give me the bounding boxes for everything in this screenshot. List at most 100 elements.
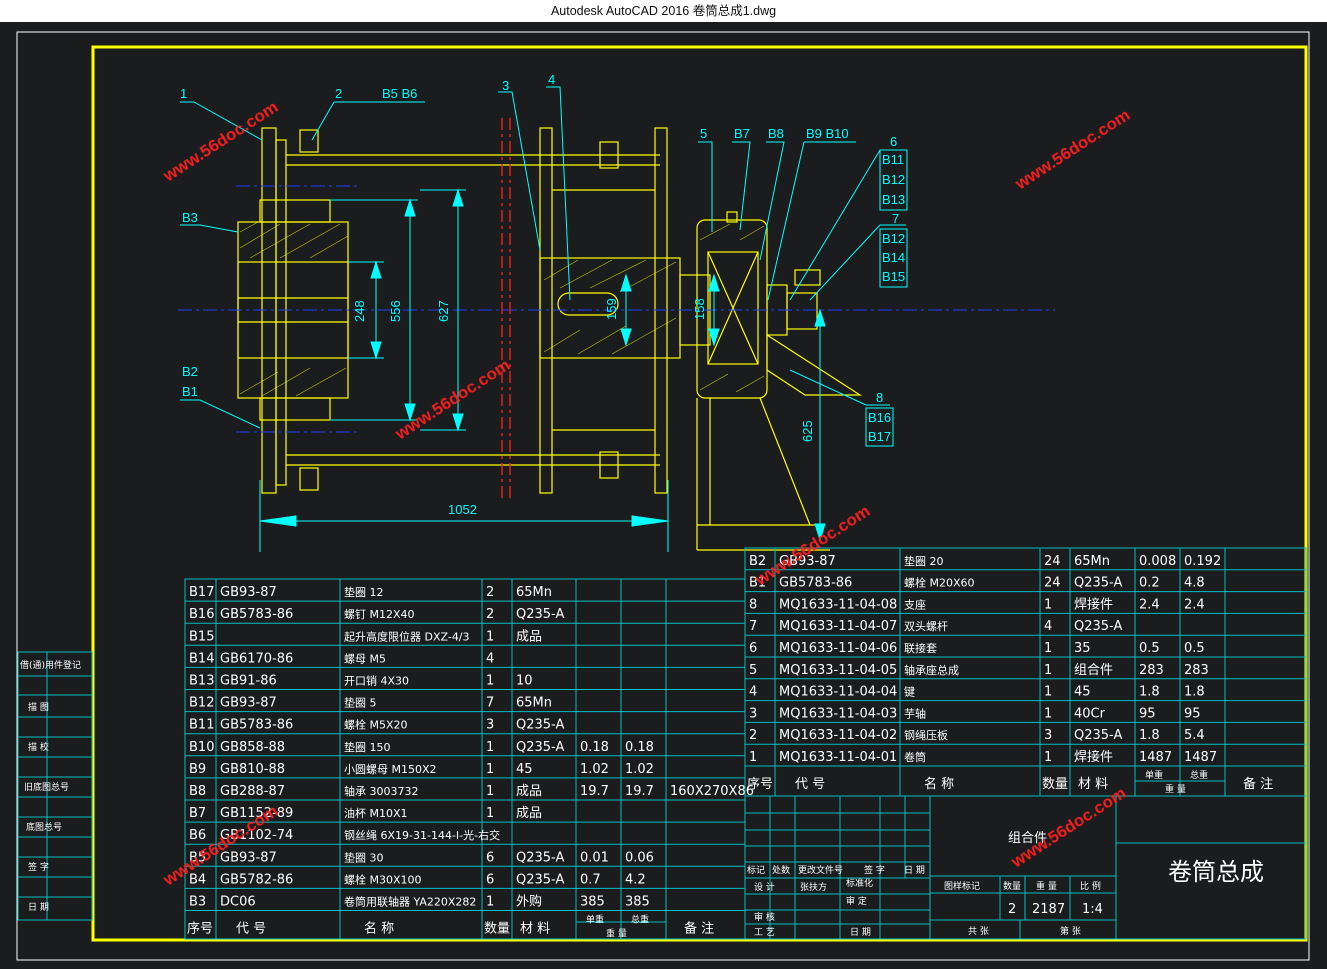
right-table-cell: 6 — [749, 641, 757, 656]
right-table-cell: 轴承座总成 — [904, 663, 959, 677]
callout-b14: B14 — [882, 250, 905, 265]
left-table-cell: 垫圈 150 — [344, 740, 391, 754]
right-table-cell: Q235-A — [1074, 619, 1122, 634]
left-table-header-cell: 序号 — [187, 922, 213, 937]
left-table-header-weight: 重 量 — [606, 928, 627, 940]
left-table-cell: 6 — [486, 872, 494, 887]
rev-h4: 日 期 — [904, 865, 925, 876]
right-table-cell: 95 — [1184, 706, 1201, 721]
left-table-cell: 螺母 M5 — [344, 652, 386, 665]
callout-4: 4 — [548, 72, 555, 87]
right-table-cell: 1 — [1044, 597, 1052, 612]
right-table-cell: 0.192 — [1184, 554, 1221, 569]
left-table-cell: 垫圈 30 — [344, 850, 384, 864]
right-table-header-cell: 材 料 — [1078, 777, 1108, 792]
scale-label: 比 例 — [1080, 880, 1101, 892]
rev-h3: 签 字 — [864, 864, 885, 876]
left-table-cell: B9 — [189, 762, 206, 777]
right-table-cell: 1.8 — [1139, 685, 1160, 700]
callout-7: 7 — [892, 211, 899, 226]
left-table-cell: 19.7 — [580, 784, 609, 799]
left-table-cell: 2 — [486, 585, 494, 600]
callout-2: 2 — [335, 86, 342, 101]
left-table-cell: DC06 — [220, 895, 256, 910]
left-table-cell: B4 — [189, 872, 206, 887]
left-table-cell: 65Mn — [516, 696, 552, 711]
left-table-cell: B13 — [189, 674, 214, 689]
drum-centerline-red — [501, 118, 511, 500]
left-table-cell: 1 — [486, 895, 494, 910]
right-table-cell: MQ1633-11-04-02 — [779, 728, 897, 743]
left-table-cell: GB93-87 — [220, 850, 277, 865]
callout-b9b10: B9 B10 — [806, 126, 849, 141]
watermark-1: www.56doc.com — [159, 97, 281, 186]
dim-159: 159 — [604, 298, 619, 320]
right-table-cell: 24 — [1044, 554, 1061, 569]
left-table-cell: GB5783-86 — [220, 607, 293, 622]
right-table-cell: 键 — [904, 685, 915, 699]
rev-h1: 处数 — [772, 864, 790, 876]
callout-b7: B7 — [734, 126, 750, 141]
side-label-2: 描 校 — [28, 741, 49, 753]
right-table-cell: 1 — [1044, 750, 1052, 765]
left-table-cell: GB6170-86 — [220, 651, 293, 666]
left-table-cell: GB93-87 — [220, 585, 277, 600]
right-table-cell: 95 — [1139, 706, 1156, 721]
right-table-cell: B1 — [749, 576, 766, 591]
left-table-cell: 1 — [486, 629, 494, 644]
right-table-cell: 卷筒 — [904, 750, 926, 764]
callout-b11: B11 — [882, 152, 904, 167]
dim-248: 248 — [352, 300, 367, 322]
qty-label: 数量 — [1003, 880, 1021, 892]
left-table-cell: 1 — [486, 674, 494, 689]
right-table-cell: 24 — [1044, 576, 1061, 591]
weight-value: 2187 — [1032, 902, 1065, 917]
right-table-cell: 1 — [1044, 663, 1052, 678]
right-table-cell: 2 — [749, 728, 757, 743]
left-table-cell: 7 — [486, 696, 494, 711]
left-table-cell: 小圆螺母 M150X2 — [344, 763, 437, 776]
leader-lines — [180, 86, 908, 447]
right-table-cell: 0.5 — [1139, 641, 1160, 656]
left-table-cell: 0.7 — [580, 872, 601, 887]
left-table-cell: GB1102-74 — [220, 828, 293, 843]
callout-b13: B13 — [882, 192, 905, 207]
left-table-cell: Q235-A — [516, 718, 564, 733]
left-table-cell: 起升高度限位器 DXZ-4/3 — [344, 629, 470, 643]
left-table-header-cell: 数量 — [484, 922, 510, 937]
left-table-cell: 4 — [486, 651, 494, 666]
right-table-cell: 联接套 — [904, 642, 937, 655]
callout-b2: B2 — [182, 364, 198, 379]
designer-name: 张扶方 — [800, 881, 827, 893]
left-table-cell: GB93-87 — [220, 696, 277, 711]
right-table-header-cell: 单重 — [1145, 769, 1163, 781]
right-table-cell: 1.8 — [1184, 685, 1205, 700]
left-table-cell: 螺栓 M30X100 — [344, 872, 422, 886]
drawing-canvas[interactable]: 借(通)用件登记 描 图 描 校 旧底图总号 底图总号 签 字 日 期 — [0, 22, 1327, 969]
callout-1: 1 — [180, 86, 187, 101]
right-table-cell: 4.8 — [1184, 576, 1205, 591]
left-table-cell: Q235-A — [516, 740, 564, 755]
left-table-cell: 65Mn — [516, 585, 552, 600]
right-table-cell: GB5783-86 — [779, 576, 852, 591]
right-table-cell: MQ1633-11-04-08 — [779, 597, 897, 612]
side-label-4: 底图总号 — [26, 821, 62, 833]
left-table-cell: 1 — [486, 740, 494, 755]
left-table-cell: 0.18 — [625, 740, 654, 755]
left-table-cell: 1.02 — [580, 762, 609, 777]
right-table-cell: MQ1633-11-04-06 — [779, 641, 897, 656]
left-table-cell: B8 — [189, 784, 206, 799]
right-table-cell: 40Cr — [1074, 706, 1106, 721]
right-table-cell: 焊接件 — [1074, 749, 1113, 765]
left-table-cell: 4.2 — [625, 872, 646, 887]
left-table-cell: Q235-A — [516, 872, 564, 887]
callout-b3: B3 — [182, 210, 198, 225]
callout-b8: B8 — [768, 126, 784, 141]
callout-b12b: B12 — [882, 231, 905, 246]
rev-h0: 标记 — [747, 864, 765, 876]
role-design: 设 计 — [754, 881, 775, 893]
std-label: 标准化 — [846, 877, 873, 889]
left-table-cell: 1 — [486, 784, 494, 799]
watermark-6: www.56doc.com — [1007, 783, 1129, 872]
